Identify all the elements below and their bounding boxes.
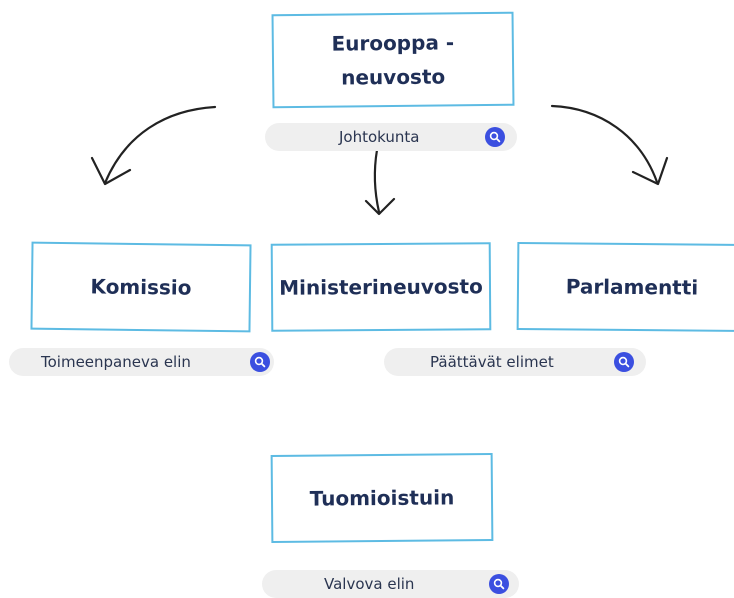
arrow-to-komissio-head <box>90 156 132 186</box>
arrow-to-ministerineuvosto <box>373 148 381 214</box>
node-title: Ministerineuvosto <box>279 274 483 300</box>
search-icon[interactable] <box>614 352 634 372</box>
tag-label: Päättävät elimet <box>430 353 554 371</box>
tag-label: Toimeenpaneva elin <box>41 353 191 371</box>
tag-toimeenpaneva-elin[interactable]: Toimeenpaneva elin <box>9 348 274 376</box>
tag-johtokunta[interactable]: Johtokunta <box>265 123 517 151</box>
arrow-to-parlamentti-head <box>631 156 669 186</box>
node-eurooppa-neuvosto: Eurooppa - neuvosto <box>271 11 515 109</box>
node-komissio: Komissio <box>30 241 252 333</box>
search-icon[interactable] <box>485 127 505 147</box>
node-title: Tuomioistuin <box>309 485 455 511</box>
tag-label: Valvova elin <box>324 575 415 593</box>
node-title: Komissio <box>90 274 192 300</box>
tag-valvova-elin[interactable]: Valvova elin <box>262 570 519 598</box>
arrow-to-ministerineuvosto-head <box>364 197 396 216</box>
search-icon[interactable] <box>250 352 270 372</box>
node-tuomioistuin: Tuomioistuin <box>270 453 494 543</box>
arrow-to-parlamentti <box>550 104 659 184</box>
tag-label: Johtokunta <box>339 128 420 146</box>
node-ministerineuvosto: Ministerineuvosto <box>270 242 492 332</box>
arrow-to-komissio <box>103 105 217 185</box>
node-parlamentti: Parlamentti <box>516 241 734 333</box>
search-icon[interactable] <box>489 574 509 594</box>
node-title: Eurooppa - neuvosto <box>331 30 455 90</box>
node-title: Parlamentti <box>565 274 699 300</box>
tag-paattavat-elimet[interactable]: Päättävät elimet <box>384 348 646 376</box>
